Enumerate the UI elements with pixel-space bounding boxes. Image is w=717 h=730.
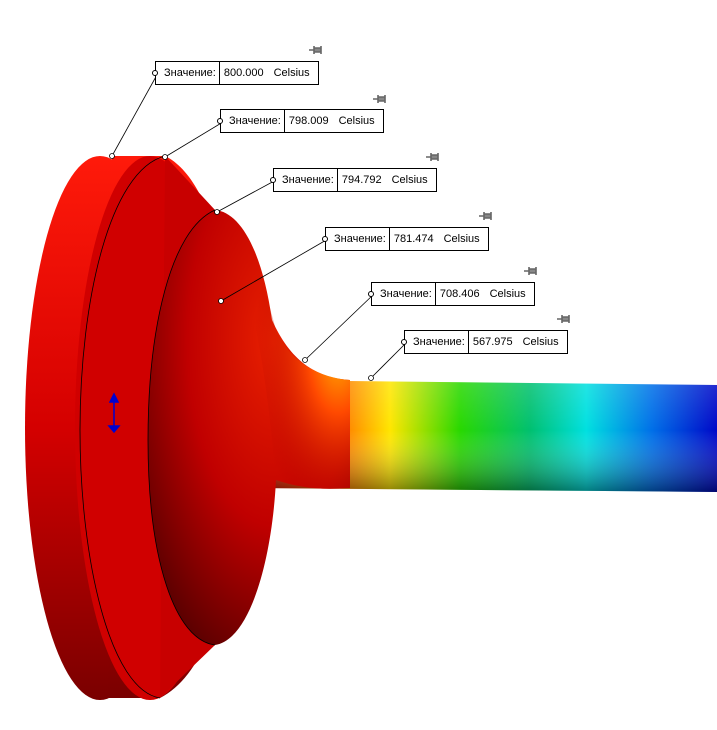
pin-icon[interactable] <box>425 152 441 162</box>
probe-value: 800.000 <box>223 67 264 79</box>
probe-label: Значение: <box>221 110 285 132</box>
axis-triad-icon <box>107 392 121 434</box>
pin-icon[interactable] <box>556 314 572 324</box>
probe-anchor <box>368 291 374 297</box>
probe-box-2[interactable]: Значение: 798.009 Celsius <box>217 109 384 133</box>
probe-unit: Celsius <box>391 174 428 186</box>
probe-leaders <box>111 72 408 379</box>
probe-value: 567.975 <box>472 336 513 348</box>
probe-anchor <box>270 177 276 183</box>
shaft-shade <box>250 380 717 492</box>
pin-icon[interactable] <box>372 94 388 104</box>
probe-box-3[interactable]: Значение: 794.792 Celsius <box>270 168 437 192</box>
probe-anchor <box>322 236 328 242</box>
probe-box-5[interactable]: Значение: 708.406 Celsius <box>368 282 535 306</box>
probe-label: Значение: <box>405 331 469 353</box>
probe-points[interactable] <box>109 153 374 381</box>
probe-label: Значение: <box>156 62 220 84</box>
boss-outline <box>147 209 216 646</box>
probe-value: 794.792 <box>341 174 382 186</box>
probe-label: Значение: <box>326 228 390 250</box>
probe-unit: Celsius <box>273 67 310 79</box>
probe-unit: Celsius <box>522 336 559 348</box>
probe-box-6[interactable]: Значение: 567.975 Celsius <box>401 330 568 354</box>
flange-edge-line <box>79 155 166 699</box>
probe-label: Значение: <box>274 169 338 191</box>
probe-anchor <box>217 118 223 124</box>
probe-box-1[interactable]: Значение: 800.000 Celsius <box>152 61 319 85</box>
pin-icon[interactable] <box>523 266 539 276</box>
probe-anchor <box>401 339 407 345</box>
probe-value: 798.009 <box>288 115 329 127</box>
probe-box-4[interactable]: Значение: 781.474 Celsius <box>322 227 489 251</box>
probe-value: 781.474 <box>393 233 434 245</box>
probe-anchor <box>152 70 158 76</box>
probe-unit: Celsius <box>443 233 480 245</box>
probe-unit: Celsius <box>489 288 526 300</box>
pin-icon[interactable] <box>478 211 494 221</box>
boss-face <box>148 210 350 645</box>
probe-unit: Celsius <box>338 115 375 127</box>
probe-value: 708.406 <box>439 288 480 300</box>
probe-label: Значение: <box>372 283 436 305</box>
pin-icon[interactable] <box>308 45 324 55</box>
fillet-glow <box>230 240 350 489</box>
